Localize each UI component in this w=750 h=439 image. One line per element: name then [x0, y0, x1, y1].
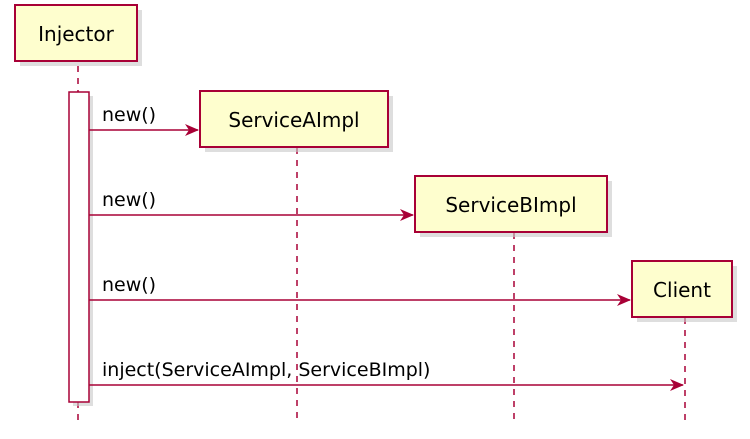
message-new-service-b: new() — [89, 189, 414, 221]
participant-service-a: ServiceAImpl — [199, 90, 393, 152]
message-new-client-label: new() — [102, 274, 156, 296]
message-inject-label: inject(ServiceAImpl, ServiceBImpl) — [102, 359, 430, 381]
injector-activation — [68, 91, 90, 403]
participant-injector-label: Injector — [38, 22, 115, 46]
message-new-service-b-label: new() — [102, 189, 156, 211]
participant-service-b: ServiceBImpl — [414, 175, 612, 237]
message-new-service-a: new() — [89, 104, 199, 136]
participant-service-b-label: ServiceBImpl — [445, 193, 576, 217]
participant-service-a-label: ServiceAImpl — [228, 108, 359, 132]
participant-client-label: Client — [653, 278, 711, 302]
participant-injector: Injector — [14, 4, 142, 66]
message-new-client: new() — [89, 274, 631, 306]
message-inject: inject(ServiceAImpl, ServiceBImpl) — [89, 359, 684, 391]
participant-client: Client — [631, 260, 737, 322]
message-new-service-a-label: new() — [102, 104, 156, 126]
